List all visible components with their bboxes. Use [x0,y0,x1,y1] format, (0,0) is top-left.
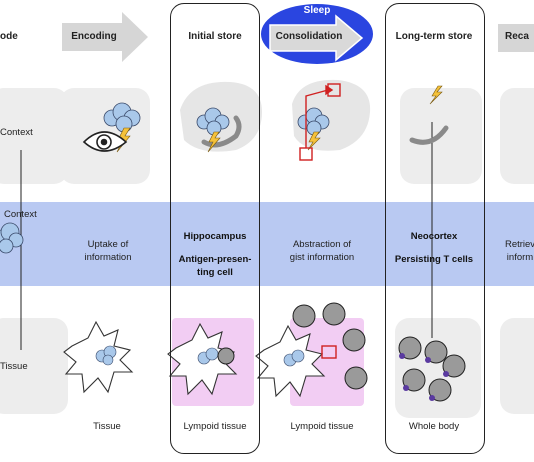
context-card [0,88,68,184]
abstraction-line-1: Abstraction of [292,239,352,250]
uptake-line-1: Uptake of [87,239,129,250]
header-long-term-store: Long-term store [395,31,473,42]
cloud-consol [297,107,330,136]
retrieval-line-2: inform [506,252,534,263]
footer-tissue: Tissue [93,421,121,432]
recall-bottom-card [500,318,534,414]
header-recall: Reca [505,31,529,42]
tissue-label-left: Tissue [0,361,28,372]
cloud-initial [196,107,230,136]
t-cells-lymph2 [292,302,368,390]
band-context-label: Context [4,209,37,220]
process-band [0,202,534,286]
footer-lymphoid-1: Lympoid tissue [183,421,247,432]
lightning-longterm [429,85,443,105]
abstraction-line-2: gist information [289,252,355,263]
uptake-line-2: information [84,252,132,263]
cloud-context [0,222,24,254]
header-consolidation: Consolidation [275,31,343,42]
hippocampus-curve-2 [409,125,449,145]
recall-card [500,88,534,184]
t-cell-purple-marks [399,353,449,401]
footer-lymphoid-2: Lympoid tissue [290,421,354,432]
lightning-initial [207,131,221,153]
header-encode: ode [0,31,18,42]
persisting-t-cells-label: Persisting T cells [394,254,474,265]
lightning-consol [307,131,321,151]
apc-line-1: Antigen-presen- [178,254,252,265]
context-label-top: Context [0,127,33,138]
cloud-encoding [103,102,141,133]
eye-icon [82,131,128,152]
tissue-left-card [0,318,68,414]
header-encoding: Encoding [71,31,117,42]
initial-store-frame [170,3,260,454]
footer-whole-body: Whole body [408,421,460,432]
encoding-arrow [62,12,148,62]
retrieval-line-1: Retriev [504,239,534,250]
apc-line-2: ting cell [197,267,233,278]
t-cells-lymph1 [217,347,235,365]
wholebody-card [395,318,481,418]
recall-arrow [498,24,534,52]
persisting-t-cells [398,336,466,402]
long-term-store-frame [385,3,485,454]
neocortex-label: Neocortex [410,231,458,242]
header-initial-store: Initial store [188,31,242,42]
header-sleep: Sleep [303,5,331,16]
consolidation-highlights [299,83,341,161]
hippocampus-label: Hippocampus [183,231,247,242]
consolidation-arrow [269,14,364,62]
